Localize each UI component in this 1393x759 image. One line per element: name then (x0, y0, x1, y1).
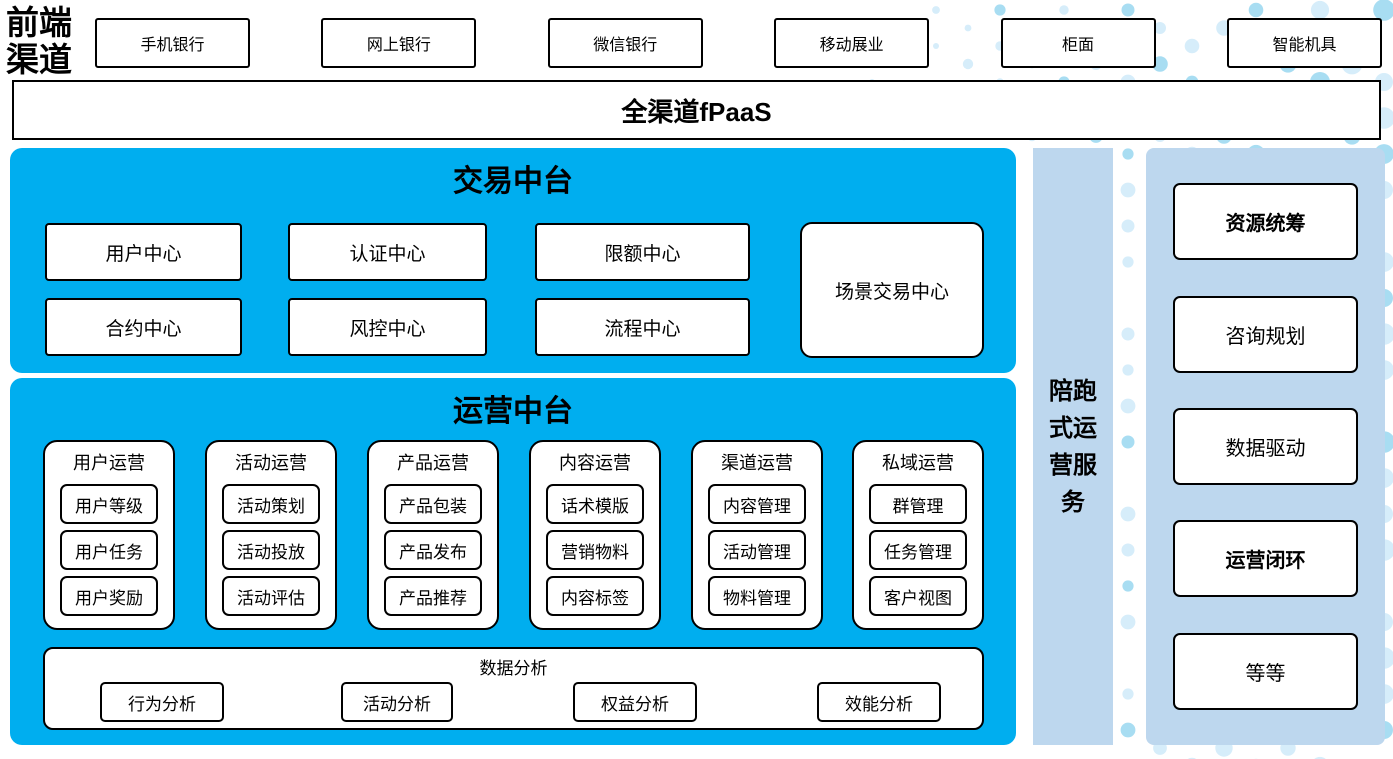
channel-box-counter: 柜面 (1000, 18, 1156, 68)
group-title: 内容运营 (559, 453, 631, 473)
group-item: 物料管理 (708, 576, 806, 616)
group-item: 活动投放 (222, 530, 320, 570)
analysis-box-rights: 权益分析 (573, 682, 697, 722)
center-box-contract: 合约中心 (45, 298, 242, 356)
group-item: 内容标签 (546, 576, 644, 616)
group-title: 产品运营 (397, 453, 469, 473)
analysis-box-behavior: 行为分析 (100, 682, 224, 722)
data-analysis-title: 数据分析 (479, 659, 548, 678)
group-title: 渠道运营 (721, 453, 793, 473)
service-box-etc: 等等 (1173, 632, 1358, 710)
channel-box-mobile-banking: 手机银行 (95, 18, 250, 68)
group-item: 内容管理 (708, 484, 806, 524)
service-box-data-driven: 数据驱动 (1173, 407, 1358, 485)
group-content-operation: 内容运营 话术模版 营销物料 内容标签 (529, 440, 661, 630)
group-title: 私域运营 (882, 453, 954, 473)
data-analysis-container: 数据分析 行为分析 活动分析 权益分析 效能分析 (43, 647, 984, 730)
analysis-box-efficiency: 效能分析 (817, 682, 941, 722)
group-item: 用户任务 (60, 530, 158, 570)
group-item: 营销物料 (546, 530, 644, 570)
front-channel-row: 手机银行 网上银行 微信银行 移动展业 柜面 智能机具 (95, 18, 1382, 68)
operation-platform-panel: 运营中台 用户运营 用户等级 用户任务 用户奖励 活动运营 活动策划 活动投放 … (10, 378, 1016, 745)
group-title: 活动运营 (235, 453, 307, 473)
group-product-operation: 产品运营 产品包装 产品发布 产品推荐 (367, 440, 499, 630)
accompanying-service-label: 陪跑式运营服务 (1049, 377, 1097, 516)
front-channels-label: 前端渠道 (6, 3, 72, 79)
group-item: 任务管理 (869, 530, 967, 570)
center-box-risk: 风控中心 (288, 298, 487, 356)
transaction-platform-panel: 交易中台 用户中心 认证中心 限额中心 合约中心 风控中心 流程中心 场景交易中… (10, 148, 1016, 373)
transaction-platform-title: 交易中台 (453, 165, 573, 198)
group-item: 产品发布 (384, 530, 482, 570)
group-item: 用户奖励 (60, 576, 158, 616)
group-item: 产品推荐 (384, 576, 482, 616)
service-box-consulting-planning: 咨询规划 (1173, 295, 1358, 373)
center-box-auth: 认证中心 (288, 223, 487, 281)
operation-platform-title: 运营中台 (453, 395, 573, 428)
group-item: 活动评估 (222, 576, 320, 616)
service-panel: 资源统筹 咨询规划 数据驱动 运营闭环 等等 (1146, 148, 1385, 745)
group-item: 群管理 (869, 484, 967, 524)
analysis-box-activity: 活动分析 (341, 682, 453, 722)
group-item: 话术模版 (546, 484, 644, 524)
channel-box-wechat-banking: 微信银行 (547, 18, 703, 68)
center-box-user: 用户中心 (45, 223, 242, 281)
group-title: 用户运营 (73, 453, 145, 473)
fpaas-bar: 全渠道fPaaS (12, 80, 1381, 140)
channel-box-online-banking: 网上银行 (321, 18, 477, 68)
accompanying-service-bar: 陪跑式运营服务 (1033, 148, 1113, 745)
channel-box-mobile-sales: 移动展业 (774, 18, 930, 68)
group-activity-operation: 活动运营 活动策划 活动投放 活动评估 (205, 440, 337, 630)
scene-transaction-center-box: 场景交易中心 (800, 222, 984, 358)
service-box-operation-loop: 运营闭环 (1173, 520, 1358, 598)
group-item: 客户视图 (869, 576, 967, 616)
center-box-limit: 限额中心 (535, 223, 750, 281)
group-channel-operation: 渠道运营 内容管理 活动管理 物料管理 (691, 440, 823, 630)
center-box-process: 流程中心 (535, 298, 750, 356)
group-private-domain-operation: 私域运营 群管理 任务管理 客户视图 (852, 440, 984, 630)
service-box-resource-planning: 资源统筹 (1173, 183, 1358, 261)
group-item: 活动管理 (708, 530, 806, 570)
group-item: 产品包装 (384, 484, 482, 524)
channel-box-smart-devices: 智能机具 (1226, 18, 1382, 68)
group-user-operation: 用户运营 用户等级 用户任务 用户奖励 (43, 440, 175, 630)
group-item: 用户等级 (60, 484, 158, 524)
group-item: 活动策划 (222, 484, 320, 524)
